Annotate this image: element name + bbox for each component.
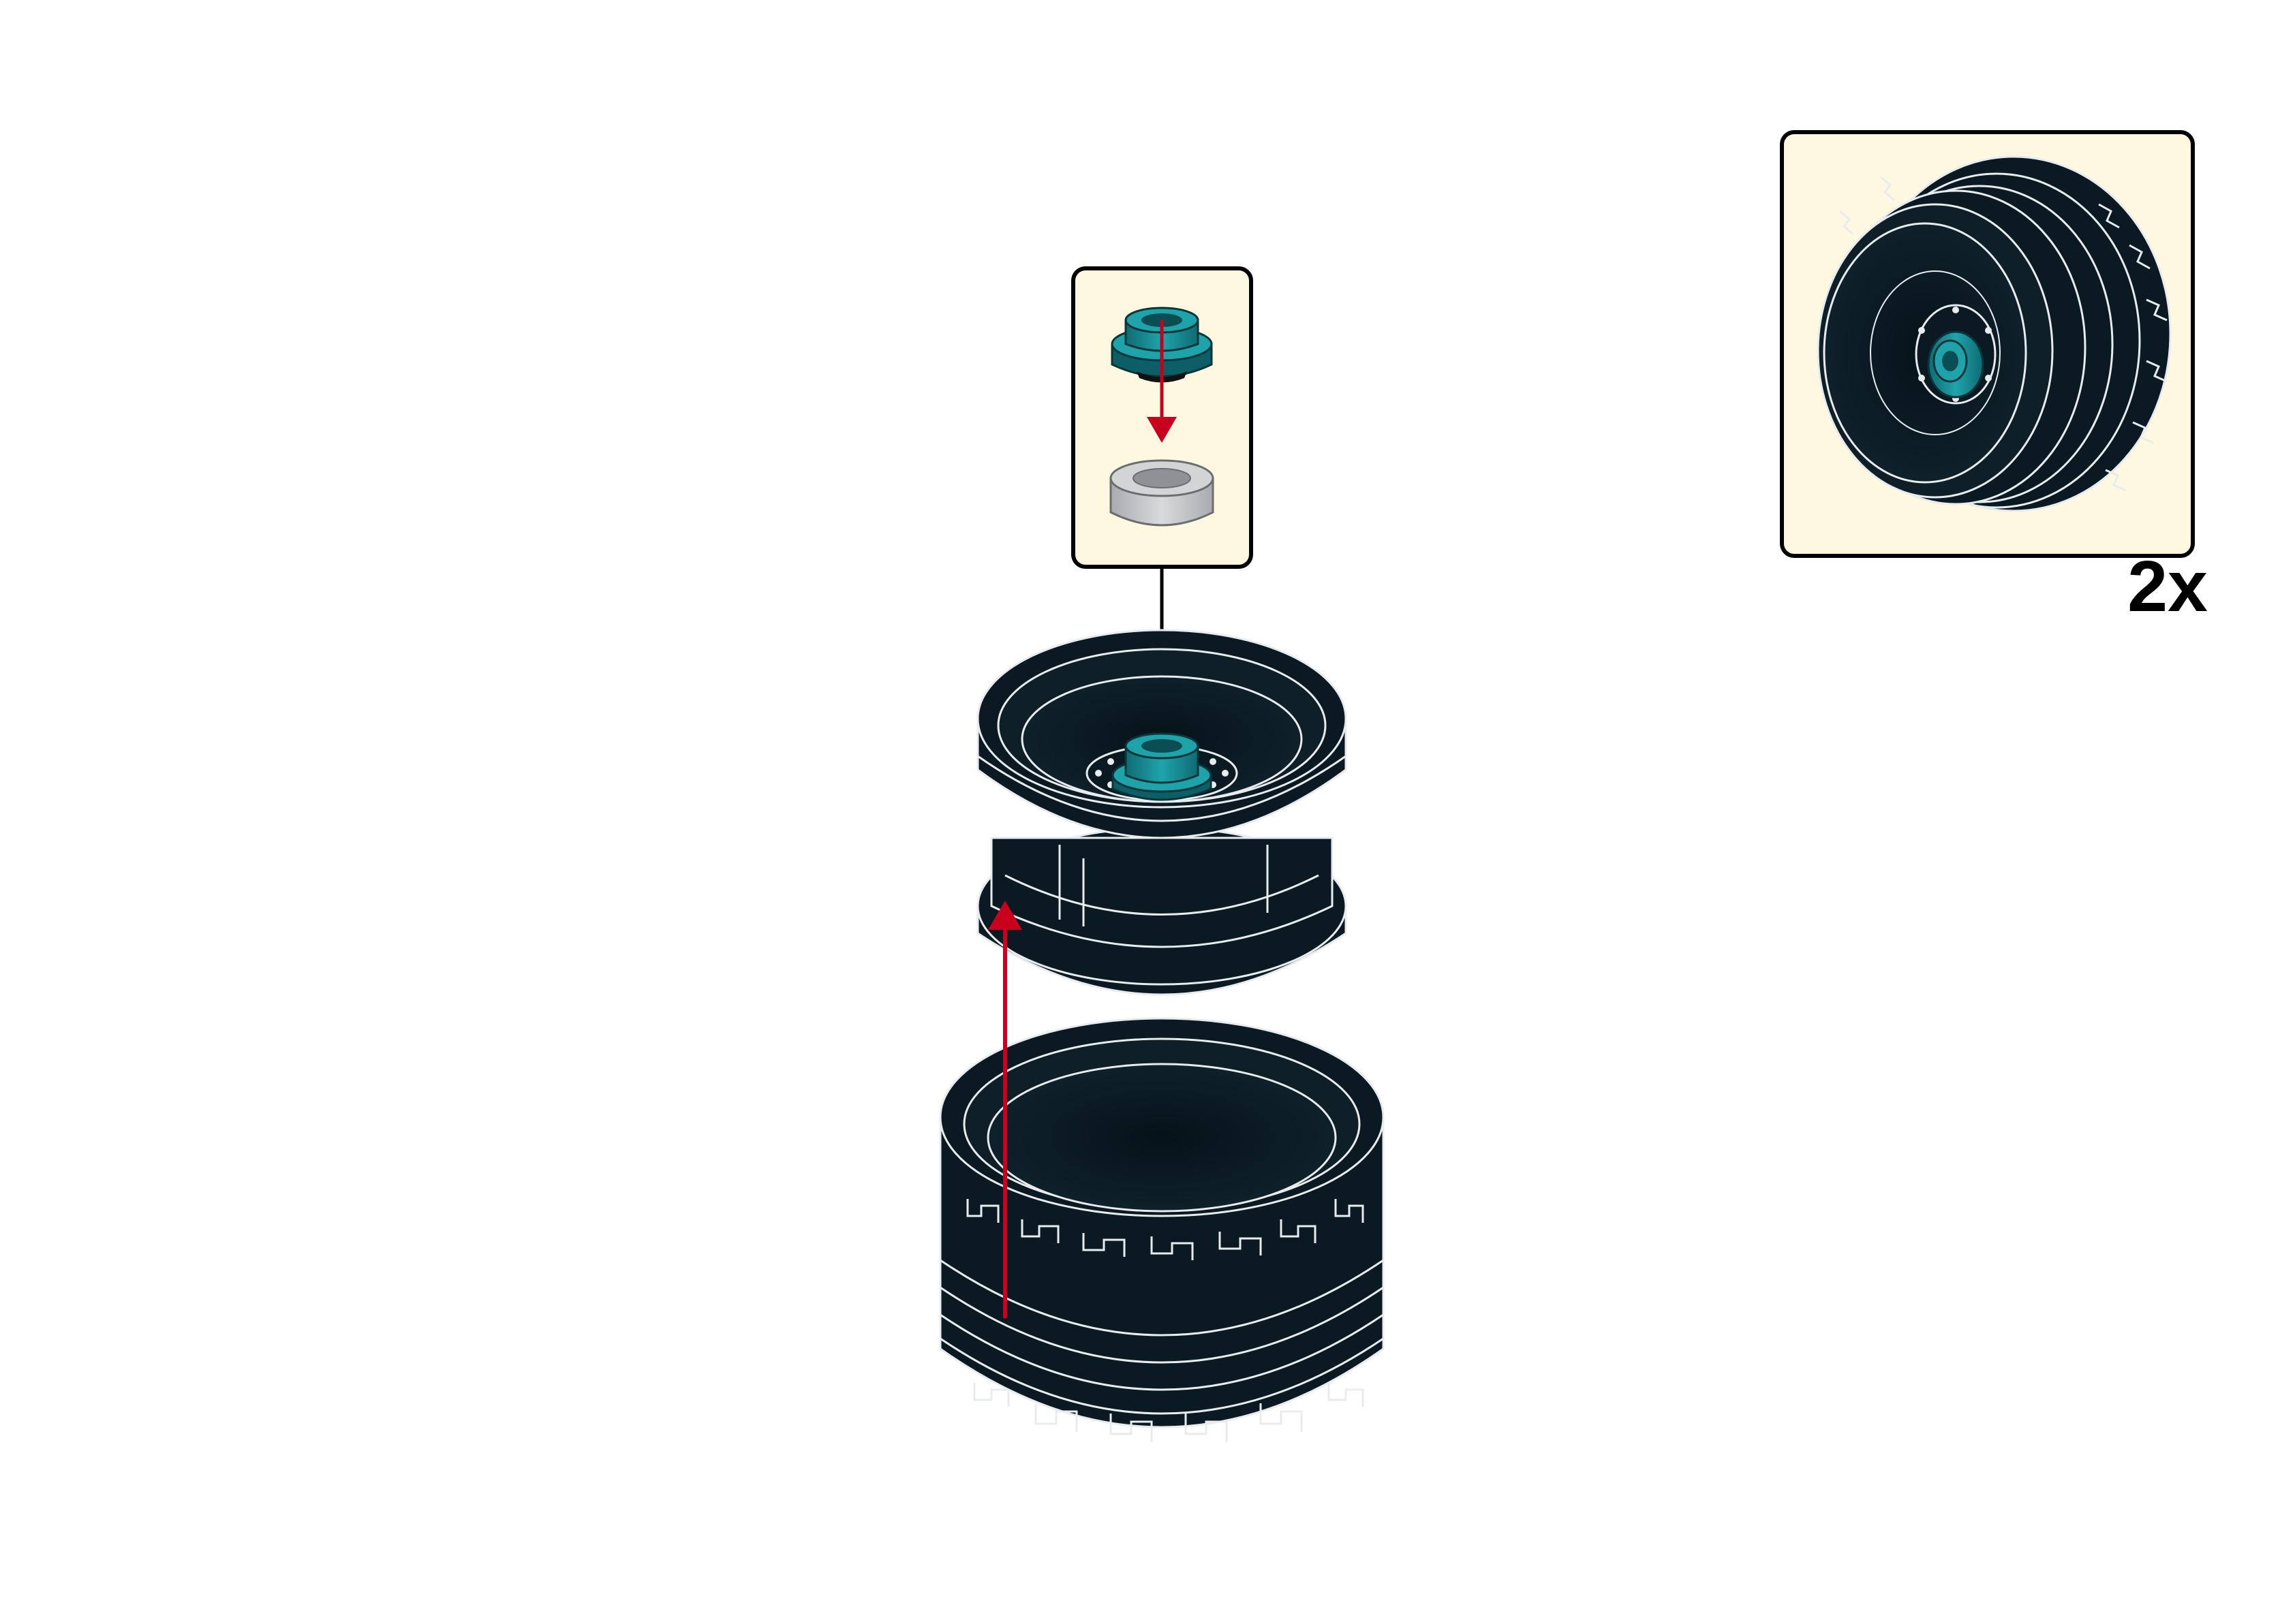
wheel-rim-icon [976,629,1347,996]
submodel-callout [1071,266,1253,569]
teal-bush-icon [1111,732,1212,801]
quantity-label: 2x [2127,546,2208,627]
light-gray-bush-icon [1109,459,1214,527]
assembly-arrow-red [988,901,1022,1318]
tire-icon [939,1017,1385,1442]
assembled-wheel-icon [1817,155,2172,512]
teal-bush-icon [1111,307,1213,383]
insert-arrow-red [1147,320,1177,443]
result-preview-box [1780,130,2195,558]
